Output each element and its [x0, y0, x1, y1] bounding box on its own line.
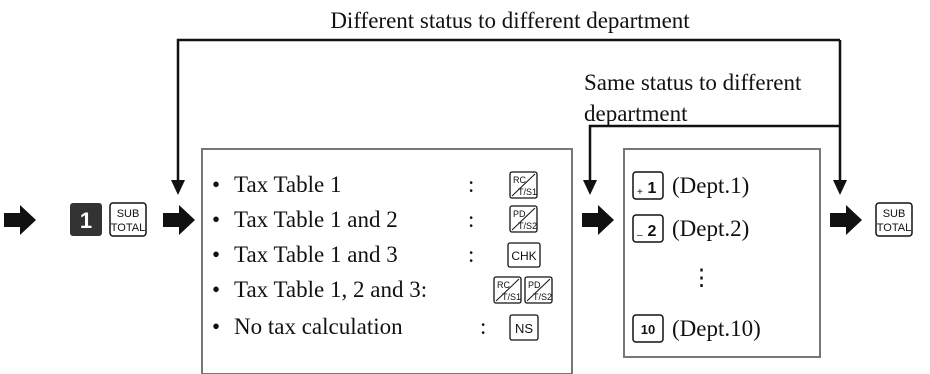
pd-ts2-key-bottom: T/S2: [533, 292, 552, 302]
tax-option-bullet: •: [212, 314, 220, 339]
rc-ts1-key-top: RC: [513, 175, 526, 185]
rc-ts1-key-icon[interactable]: RC T/S1: [493, 276, 522, 304]
chk-key-label: CHK: [511, 249, 536, 263]
tax-option-colon: :: [468, 207, 474, 232]
department-key-number: 1: [648, 180, 657, 197]
tax-option-text: No tax calculation: [234, 314, 403, 339]
tax-option-row: • Tax Table 1 and 2 : PD T/S2: [212, 205, 538, 233]
department-key-prefix: –: [637, 230, 643, 241]
middle-route-arrowhead: [583, 180, 597, 195]
subtotal-key-end-top: SUB: [883, 208, 906, 220]
department-ellipsis: ⋮: [690, 265, 713, 290]
rc-ts1-key-icon[interactable]: RC T/S1: [509, 171, 538, 199]
department-key-1[interactable]: + 1: [632, 171, 664, 200]
subtotal-key-end[interactable]: SUB TOTAL: [875, 202, 913, 237]
tax-option-colon: :: [468, 242, 474, 267]
rc-ts1-key-top: RC: [497, 280, 510, 290]
department-row: + 1 (Dept.1): [632, 171, 749, 200]
to-end-arrow-icon: [830, 205, 862, 235]
department-key-10[interactable]: 10: [632, 314, 664, 343]
tax-option-bullet: •: [212, 207, 220, 232]
department-key-prefix: +: [637, 187, 643, 198]
pd-ts2-key-icon[interactable]: PD T/S2: [509, 205, 538, 233]
department-key-2[interactable]: – 2: [632, 214, 664, 243]
subtotal-key-start-bottom: TOTAL: [111, 222, 145, 234]
department-row: – 2 (Dept.2): [632, 214, 749, 243]
tax-option-row: • No tax calculation : NS: [212, 314, 539, 341]
department-label: (Dept.10): [672, 316, 761, 341]
top-route-connector: [176, 38, 842, 190]
department-label: (Dept.1): [672, 173, 749, 198]
tax-option-bullet: •: [212, 242, 220, 267]
tax-option-bullet: •: [212, 277, 220, 302]
tax-option-row: • Tax Table 1, 2 and 3: RC T/S1 PD T/S2: [212, 276, 553, 304]
tax-option-colon: :: [480, 314, 486, 339]
middle-route-label-line1: Same status to different: [584, 70, 802, 95]
pd-ts2-key-top: PD: [528, 280, 541, 290]
department-key-number: 10: [641, 322, 655, 337]
subtotal-key-end-bottom: TOTAL: [877, 222, 911, 234]
tax-option-text: Tax Table 1: [234, 172, 342, 197]
pd-ts2-key-icon[interactable]: PD T/S2: [524, 276, 553, 304]
rc-ts1-key-bottom: T/S1: [518, 187, 537, 197]
department-label: (Dept.2): [672, 216, 749, 241]
department-key-number: 2: [648, 223, 657, 240]
chk-key-icon[interactable]: CHK: [507, 242, 541, 268]
numeric-key-1[interactable]: 1: [70, 203, 102, 236]
tax-option-text: Tax Table 1, 2 and 3:: [234, 277, 427, 302]
top-route-label: Different status to different department: [330, 8, 690, 33]
subtotal-key-start[interactable]: SUB TOTAL: [109, 202, 147, 237]
tax-option-text: Tax Table 1 and 3: [234, 242, 398, 267]
top-route-end-arrowhead: [833, 180, 847, 195]
pd-ts2-key-bottom: T/S2: [518, 221, 537, 231]
tax-option-bullet: •: [212, 172, 220, 197]
to-dept-arrow-icon: [582, 205, 614, 235]
tax-option-colon: :: [468, 172, 474, 197]
numeric-key-1-label: 1: [80, 208, 92, 233]
subtotal-key-start-top: SUB: [117, 208, 140, 220]
tax-option-text: Tax Table 1 and 2: [234, 207, 398, 232]
ns-key-label: NS: [515, 321, 533, 336]
middle-route-label-line2: department: [584, 101, 688, 126]
to-tax-arrow-icon: [163, 205, 195, 235]
top-route-arrowhead: [171, 180, 185, 195]
tax-option-row: • Tax Table 1 and 3 : CHK: [212, 242, 541, 268]
pd-ts2-key-top: PD: [513, 209, 526, 219]
tax-option-row: • Tax Table 1 : RC T/S1: [212, 171, 538, 199]
rc-ts1-key-bottom: T/S1: [502, 292, 521, 302]
middle-route-connector: [588, 124, 840, 180]
start-arrow-icon: [4, 205, 36, 235]
department-row: 10 (Dept.10): [632, 314, 761, 343]
ns-key-icon[interactable]: NS: [509, 314, 539, 341]
